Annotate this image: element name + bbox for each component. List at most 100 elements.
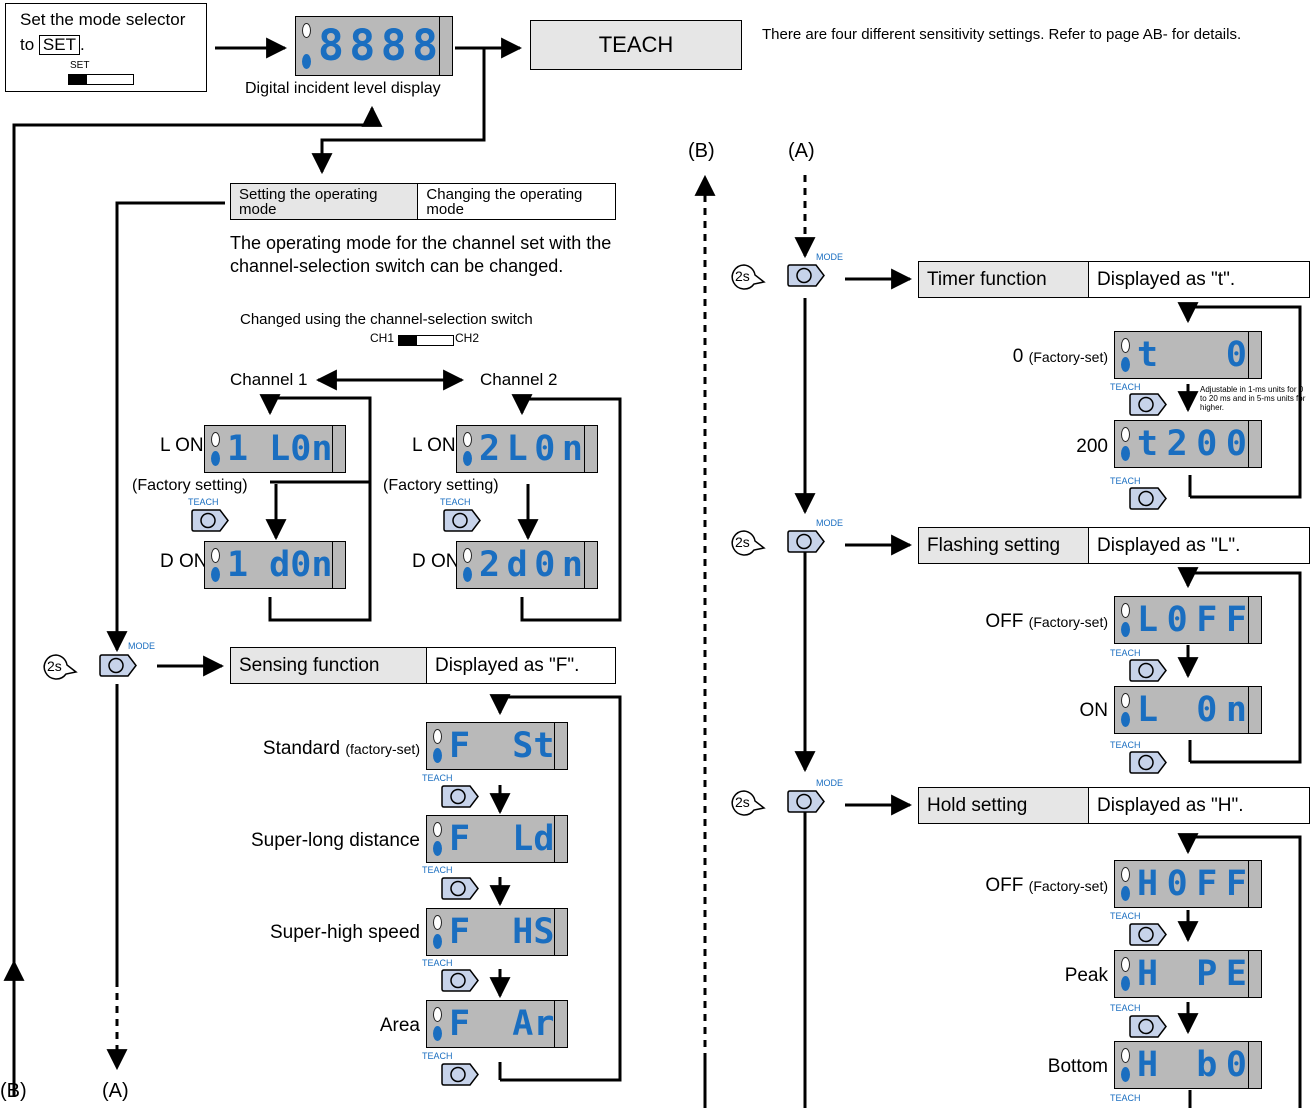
indicator-led-off: [211, 432, 220, 447]
timer-teach-button-0[interactable]: [1128, 392, 1168, 417]
set-slider-label: SET: [70, 60, 90, 71]
ch1-lon-label: L ON: [160, 435, 204, 456]
indicator-led-off: [433, 915, 442, 930]
digit: 0: [534, 545, 556, 585]
mode-button-timer[interactable]: [786, 263, 826, 288]
set-mode-instruction: Set the mode selector to SET. SET: [5, 3, 207, 92]
display-end-cap: [439, 17, 452, 75]
two-second-label-sensing: 2s: [47, 658, 62, 674]
mode-button-sensing[interactable]: [98, 653, 138, 678]
flashing-header-right: Displayed as "L".: [1097, 534, 1241, 556]
hold-off-label: OFF (Factory-set): [985, 875, 1108, 897]
indicator-leds: [1119, 955, 1133, 993]
indicator-leds: [431, 727, 445, 765]
digit: r: [533, 1004, 555, 1044]
two-second-icon-timer: 2s: [730, 263, 770, 291]
digit: 0: [1196, 424, 1218, 464]
display-end-cap: [1248, 1042, 1261, 1088]
ch2-factory-note: (Factory setting): [383, 477, 499, 494]
indicator-led-on: [1121, 446, 1130, 461]
hold-teach-button-1[interactable]: [1128, 1014, 1168, 1039]
display-end-cap: [1248, 332, 1261, 378]
digit: d: [533, 819, 555, 859]
display-end-cap: [1248, 421, 1261, 467]
digit: [1159, 335, 1180, 375]
two-second-icon-hold: 2s: [730, 789, 770, 817]
button-icon: [1129, 923, 1167, 946]
mode-label-flashing: MODE: [816, 518, 843, 528]
two-second-label-hold: 2s: [735, 794, 750, 810]
digit: 0: [1225, 424, 1247, 464]
digit: L: [512, 819, 534, 859]
mode-button-hold[interactable]: [786, 789, 826, 814]
indicator-led-off: [433, 729, 442, 744]
indicator-led-off: [1121, 1048, 1130, 1063]
ch1-teach-button[interactable]: [190, 508, 230, 533]
indicator-led-on: [463, 567, 472, 582]
display-end-cap: [554, 909, 567, 955]
operating-mode-header-right: Changing the operating mode: [426, 185, 583, 218]
indicator-led-on: [211, 567, 220, 582]
digit: 8: [380, 21, 407, 71]
hold-teach-button-0[interactable]: [1128, 922, 1168, 947]
indicator-leds: [461, 546, 475, 584]
flashing-teach-button-1[interactable]: [1128, 750, 1168, 775]
digit: F: [449, 1004, 471, 1044]
sensing-header-left: Sensing function: [231, 648, 427, 683]
set-line2-suffix: .: [79, 35, 85, 54]
channel-switch-note: Changed using the channel-selection swit…: [240, 311, 533, 328]
mode-button-flashing[interactable]: [786, 529, 826, 554]
indicator-led-on: [433, 841, 442, 856]
sensing-teach-button-0[interactable]: [440, 784, 480, 809]
sensing-teach-button-3[interactable]: [440, 1062, 480, 1087]
digit: [491, 819, 512, 859]
timer-0-note: (Factory-set): [1028, 349, 1108, 365]
digit: 0: [534, 429, 556, 469]
digit: 0: [290, 545, 312, 585]
digit: [491, 1004, 512, 1044]
indicator-leds: [209, 430, 223, 468]
display-end-cap: [332, 542, 345, 588]
operating-mode-description: The operating mode for the channel set w…: [230, 233, 612, 276]
channel-selection-switch[interactable]: [398, 335, 454, 346]
digit: 2: [1166, 424, 1188, 464]
flashing-on-label: ON: [1079, 700, 1109, 721]
flashing-teach-button-0[interactable]: [1128, 658, 1168, 683]
channel2-label: Channel 2: [480, 370, 558, 389]
sensing-superlong-label: Super-long distance: [251, 830, 420, 851]
digit: 0: [1196, 690, 1218, 730]
hold-header: Hold setting Displayed as "H".: [918, 787, 1310, 824]
digit: d: [269, 545, 291, 585]
set-slider-switch[interactable]: [68, 74, 134, 85]
button-icon: [1129, 1015, 1167, 1038]
digit: [470, 912, 491, 952]
button-icon: [787, 530, 825, 553]
hold-off-note: (Factory-set): [1028, 878, 1108, 894]
digit: [1167, 1045, 1188, 1085]
hold-header-right: Displayed as "H".: [1097, 794, 1244, 816]
sensing-teach-button-2[interactable]: [440, 968, 480, 993]
indicator-led-on: [433, 1026, 442, 1041]
indicator-leds: [431, 1005, 445, 1043]
sensing-teach-button-1[interactable]: [440, 876, 480, 901]
indicator-led-on: [1121, 1067, 1130, 1082]
digit: [470, 819, 491, 859]
digit: b: [1196, 1045, 1218, 1085]
indicator-leds: [431, 913, 445, 951]
digit: t: [1137, 335, 1159, 375]
flashing-teach-label-1: TEACH: [1110, 740, 1141, 750]
timer-adjust-note: Adjustable in 1-ms units for 0 to 20 ms …: [1200, 385, 1306, 412]
timer-teach-button-1[interactable]: [1128, 486, 1168, 511]
digit: F: [449, 819, 471, 859]
digit: F: [449, 726, 471, 766]
sensing-superhigh-label: Super-high speed: [270, 922, 420, 943]
digit: n: [311, 545, 333, 585]
ch2-teach-button[interactable]: [442, 508, 482, 533]
timer-header-right: Displayed as "t".: [1097, 268, 1236, 290]
indicator-led-on: [1121, 886, 1130, 901]
